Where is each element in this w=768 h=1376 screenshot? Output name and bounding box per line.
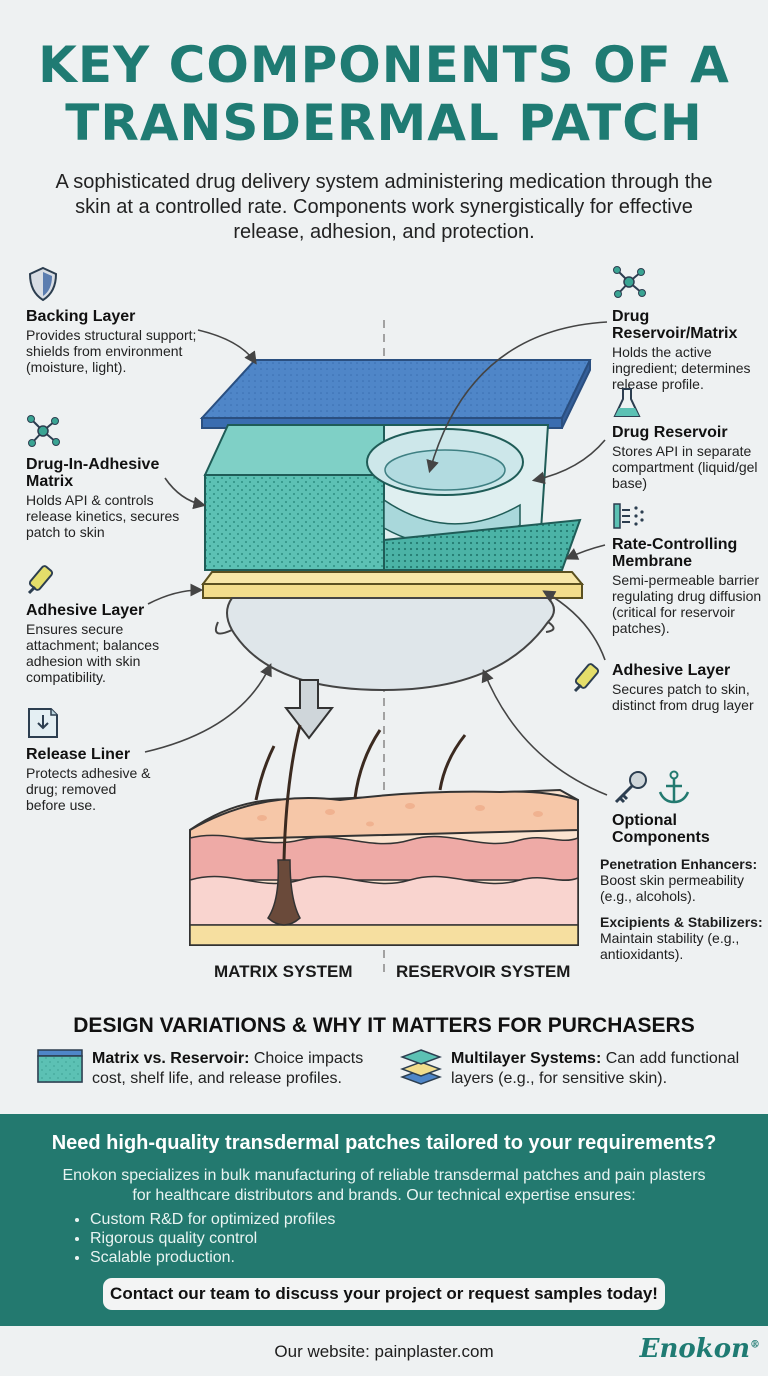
- label-text: Provides structural support; shields fro…: [26, 327, 197, 375]
- label-text: Protects adhesive & drug; removed before…: [26, 765, 151, 813]
- footer: [0, 1326, 768, 1376]
- label-release-liner: Release Liner Protects adhesive & drug; …: [26, 746, 156, 813]
- cta-panel: Need high-quality transdermal patches ta…: [0, 1114, 768, 1326]
- contact-button[interactable]: Contact our team to discuss your project…: [103, 1278, 665, 1310]
- adhesive-layer-shape: [201, 571, 585, 599]
- flask-icon: [613, 388, 641, 417]
- label-heading: Drug Reservoir: [612, 424, 728, 441]
- label-heading: Release Liner: [26, 746, 131, 763]
- label-drug-reservoir: Drug Reservoir Stores API in separate co…: [612, 424, 762, 491]
- matrix-block-shape: [203, 424, 385, 571]
- page-title: KEY COMPONENTS OF A TRANSDERMAL PATCH: [0, 36, 768, 152]
- cta-body: Enokon specializes in bulk manufacturing…: [62, 1167, 706, 1204]
- title-line-1: KEY COMPONENTS OF A: [38, 36, 730, 94]
- cta-bullet: Rigorous quality control: [90, 1229, 335, 1248]
- label-heading: Adhesive Layer: [26, 602, 145, 619]
- matrix-system-label: MATRIX SYSTEM: [214, 962, 353, 981]
- backing-layer-shape: [199, 359, 592, 429]
- label-text: Holds API & controls release kinetics, s…: [26, 492, 180, 540]
- anchor-icon: [658, 770, 690, 804]
- glue-tube-icon: [573, 663, 600, 693]
- release-liner-shape: [226, 597, 555, 692]
- design-item-multilayer: Multilayer Systems: Can add functional l…: [451, 1050, 740, 1087]
- molecule-icon: [613, 266, 646, 298]
- skin-cross-section: [189, 724, 579, 946]
- label-text: Semi-permeable barrier regulating drug d…: [612, 572, 762, 636]
- molecule-icon: [27, 415, 60, 447]
- multilayer-stack-icon: [400, 1049, 442, 1085]
- shield-icon: [28, 266, 58, 302]
- label-heading: Backing Layer: [26, 308, 136, 325]
- matrix-layer-icon: [37, 1049, 83, 1083]
- title-line-2: TRANSDERMAL PATCH: [65, 94, 703, 152]
- label-drug-reservoir-matrix: Drug Reservoir/Matrix Holds the active i…: [612, 308, 766, 392]
- design-item-matrix-vs-reservoir: Matrix vs. Reservoir: Choice impacts cos…: [92, 1050, 364, 1087]
- label-drug-in-adhesive-matrix: Drug-In-Adhesive Matrix Holds API & cont…: [26, 456, 186, 540]
- label-text: Stores API in separate compartment (liqu…: [612, 443, 758, 491]
- label-heading: Drug-In-Adhesive Matrix: [26, 456, 160, 490]
- key-icon: [614, 771, 647, 804]
- label-adhesive-layer-right: Adhesive Layer Secures patch to skin, di…: [612, 662, 762, 713]
- peel-liner-icon: [28, 708, 58, 738]
- glue-tube-icon: [27, 565, 54, 595]
- label-backing-layer: Backing Layer Provides structural suppor…: [26, 308, 201, 375]
- cta-bullet: Custom R&D for optimized profiles: [90, 1210, 335, 1229]
- optional-components-heading: Optional Components: [612, 812, 710, 846]
- down-arrow-icon: [283, 679, 335, 740]
- label-heading: Rate-Controlling Membrane: [612, 536, 738, 570]
- cta-heading: Need high-quality transdermal patches ta…: [51, 1132, 717, 1154]
- optional-item-penetration: Penetration Enhancers: Boost skin permea…: [600, 856, 758, 904]
- label-adhesive-layer-left: Adhesive Layer Ensures secure attachment…: [26, 602, 176, 685]
- label-heading: Adhesive Layer: [612, 662, 731, 679]
- brand-logo: Enokon®: [639, 1334, 760, 1364]
- cta-bullets: Custom R&D for optimized profiles Rigoro…: [70, 1210, 335, 1267]
- optional-item-excipients: Excipients & Stabilizers: Maintain stabi…: [600, 914, 763, 962]
- membrane-shape: [383, 518, 582, 571]
- membrane-icon: [613, 503, 644, 529]
- label-text: Ensures secure attachment; balances adhe…: [26, 621, 160, 685]
- subtitle: A sophisticated drug delivery system adm…: [55, 171, 713, 243]
- label-rate-controlling-membrane: Rate-Controlling Membrane Semi-permeable…: [612, 536, 766, 636]
- cta-bullet: Scalable production.: [90, 1248, 335, 1267]
- label-heading: Drug Reservoir/Matrix: [612, 308, 738, 342]
- label-text: Holds the active ingredient; determines …: [612, 344, 751, 392]
- design-variations-title: DESIGN VARIATIONS & WHY IT MATTERS FOR P…: [73, 1014, 695, 1037]
- reservoir-system-label: RESERVOIR SYSTEM: [396, 962, 571, 981]
- website-link[interactable]: Our website: painplaster.com: [274, 1342, 494, 1361]
- label-text: Secures patch to skin, distinct from dru…: [612, 681, 754, 713]
